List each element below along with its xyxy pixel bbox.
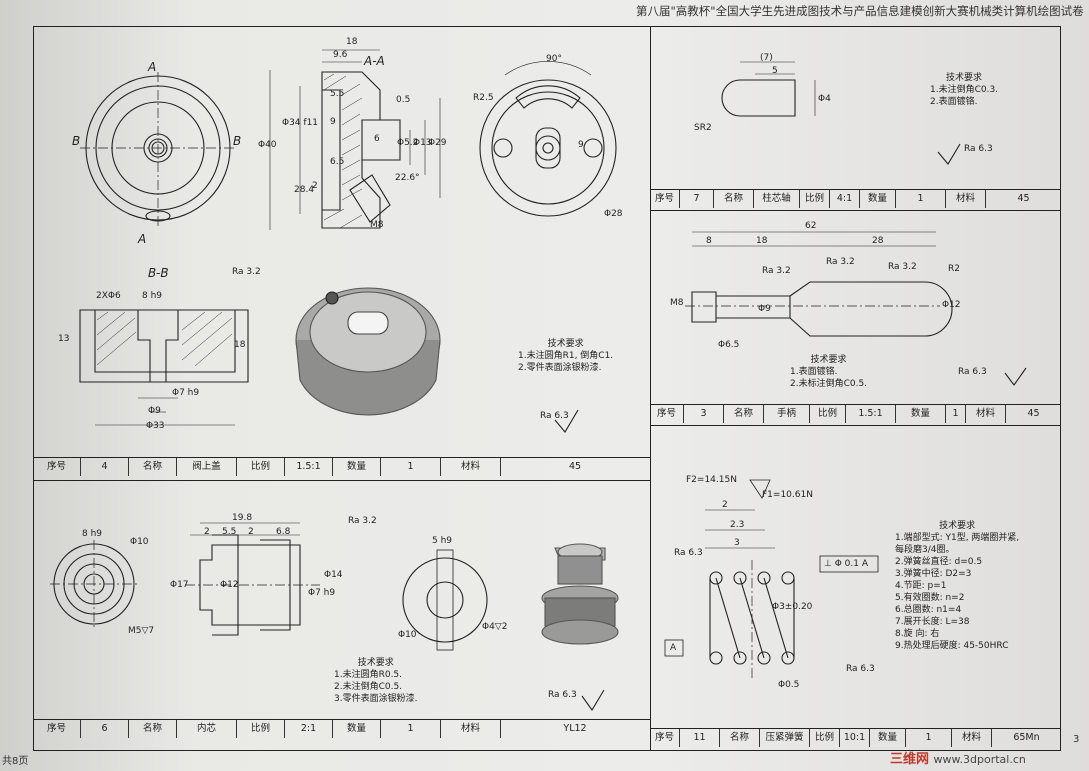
part6-titleblock: 序号 6 名称 内芯 比例 2:1 数量 1 材料 YL12: [33, 720, 650, 740]
divider-right-upper: [650, 210, 1061, 212]
part7-requirements: 技术要求 1.未注倒角C0.3. 2.表面镀铬.: [930, 73, 999, 107]
section-mark-a-bottom: A: [138, 232, 147, 246]
divider-left-horizontal: [33, 480, 650, 482]
part6-requirements: 技术要求 1.未注圆角R0.5. 2.未注倒角C0.5. 3.零件表面涂银粉漆.: [334, 658, 418, 704]
divider-vertical: [650, 26, 652, 751]
part4-requirements: 技术要求 1.未注圆角R1, 倒角C1. 2.零件表面涂银粉漆.: [518, 339, 614, 373]
part3-titleblock: 序号 3 名称 手柄 比例 1.5:1 数量 1 材料 45: [650, 405, 1061, 424]
part7-titleblock: 序号 7 名称 柱芯轴 比例 4:1 数量 1 材料 45: [650, 190, 1061, 209]
section-mark-b-right: B: [233, 134, 242, 148]
part4-roughness: Ra 6.3: [540, 411, 569, 421]
part7-roughness: Ra 6.3: [964, 144, 993, 154]
part3-requirements: 技术要求 1.表面镀铬. 2.未标注倒角C0.5.: [790, 355, 868, 389]
section-title-aa: A-A: [364, 54, 385, 68]
part11-requirements: 技术要求 1.端部型式: Y1型, 两端圈并紧, 每段磨3/4圈。 2.弹簧丝直…: [895, 521, 1020, 651]
section-title-bb: B-B: [148, 266, 169, 280]
sheet-number: 3: [1073, 734, 1080, 745]
part3-roughness: Ra 6.3: [958, 367, 987, 377]
page-count: 共8页: [2, 756, 29, 767]
part6-roughness: Ra 6.3: [548, 690, 577, 700]
exam-title: 第八届"高教杯"全国大学生先进成图技术与产品信息建模创新大赛机械类计算机绘图试卷: [636, 4, 1084, 18]
section-mark-b-left: B: [72, 134, 81, 148]
drawing-frame: [33, 26, 1061, 751]
part4-titleblock: 序号 4 名称 阀上盖 比例 1.5:1 数量 1 材料 45: [33, 458, 650, 478]
watermark: 三维网 www.3dportal.cn: [890, 752, 1026, 767]
divider-right-horizontal: [650, 425, 1061, 427]
part11-titleblock: 序号 11 名称 压紧弹簧 比例 10:1 数量 1 材料 65Mn: [650, 729, 1061, 749]
section-mark-a-top: A: [148, 60, 157, 74]
